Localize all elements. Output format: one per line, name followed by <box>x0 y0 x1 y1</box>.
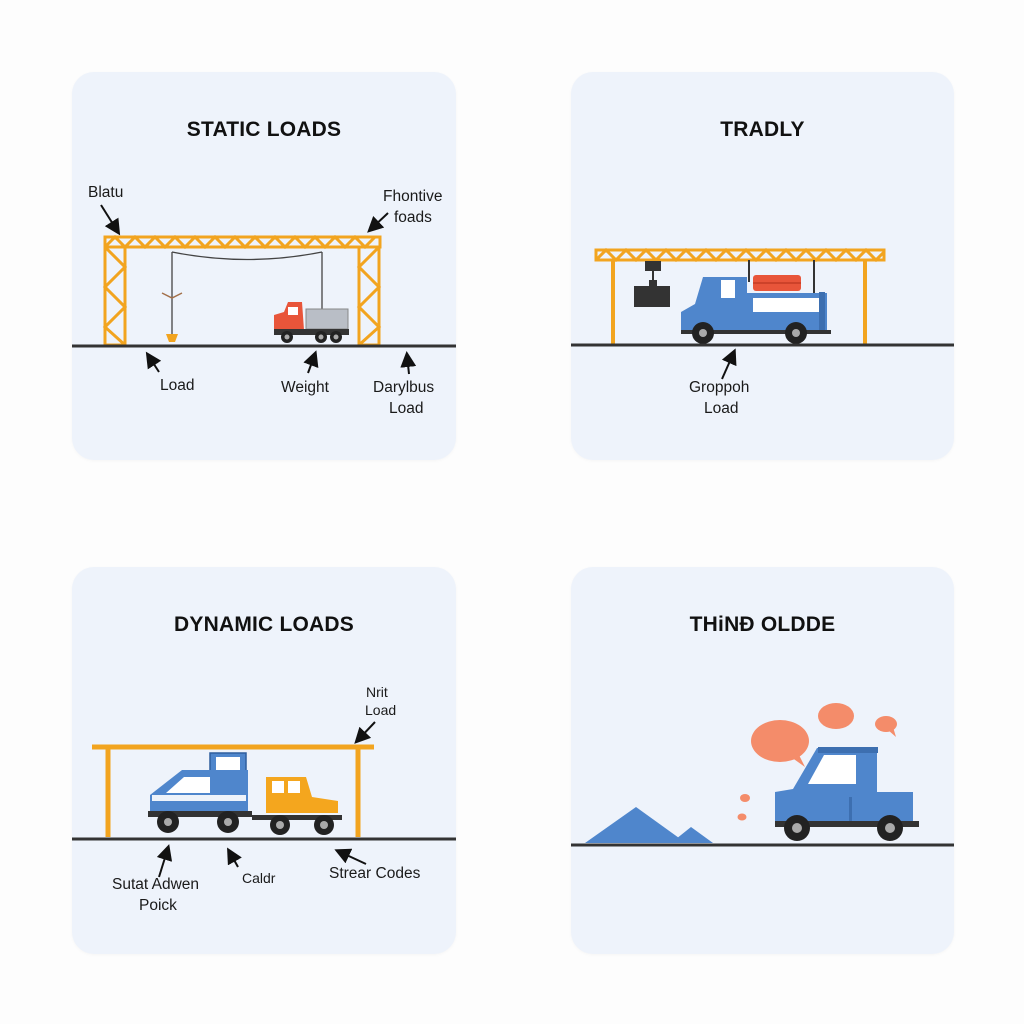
label-darylbus-load: Load <box>389 400 424 417</box>
label-groppoh-load: Load <box>704 400 739 417</box>
label-darylbus: Darylbus <box>373 379 435 396</box>
truck-icon <box>252 777 342 835</box>
thing-olde-panel: THiNĐ OLDDE <box>571 567 954 954</box>
label-foads: foads <box>394 209 432 226</box>
dynamic-loads-panel: DYNAMIC LOADS <box>72 567 456 954</box>
label-nrit: Nrit <box>366 684 388 700</box>
truss-crane-icon <box>92 744 374 837</box>
static-loads-panel: STATIC LOADS <box>72 72 456 460</box>
panel-title: STATIC LOADS <box>186 118 342 141</box>
truss-crane-icon <box>594 247 886 344</box>
speech-bubble-icon <box>737 703 897 821</box>
truck-icon <box>775 747 919 841</box>
truck-icon <box>148 752 252 833</box>
tradly-panel: TRADLY <box>571 72 954 460</box>
thing-diagram <box>571 703 954 847</box>
panel-title: DYNAMIC LOADS <box>174 613 354 636</box>
label-frontive: Fhontive <box>383 188 443 205</box>
label-weight: Weight <box>281 379 329 396</box>
panel-title: THiNĐ OLDDE <box>689 613 836 636</box>
dynamic-loads-diagram <box>72 721 456 878</box>
label-blatu: Blatu <box>88 184 124 201</box>
label-strear-codes: Strear Codes <box>329 865 421 882</box>
truck-icon <box>274 302 349 343</box>
mountain-icon <box>585 807 713 843</box>
label-nrit-load: Load <box>365 702 397 718</box>
hanging-weight-icon <box>634 261 670 307</box>
hanging-weight-icon <box>161 292 183 342</box>
label-load: Load <box>160 377 195 394</box>
tradly-diagram <box>571 247 954 380</box>
label-groppoh: Groppoh <box>689 379 750 396</box>
truck-icon <box>681 275 831 344</box>
label-sutat-adwen: Sutat Adwen <box>112 876 200 893</box>
label-poick: Poick <box>139 897 177 914</box>
static-loads-diagram <box>72 204 456 375</box>
label-caldr: Caldr <box>242 870 276 886</box>
panel-title: TRADLY <box>720 118 805 141</box>
